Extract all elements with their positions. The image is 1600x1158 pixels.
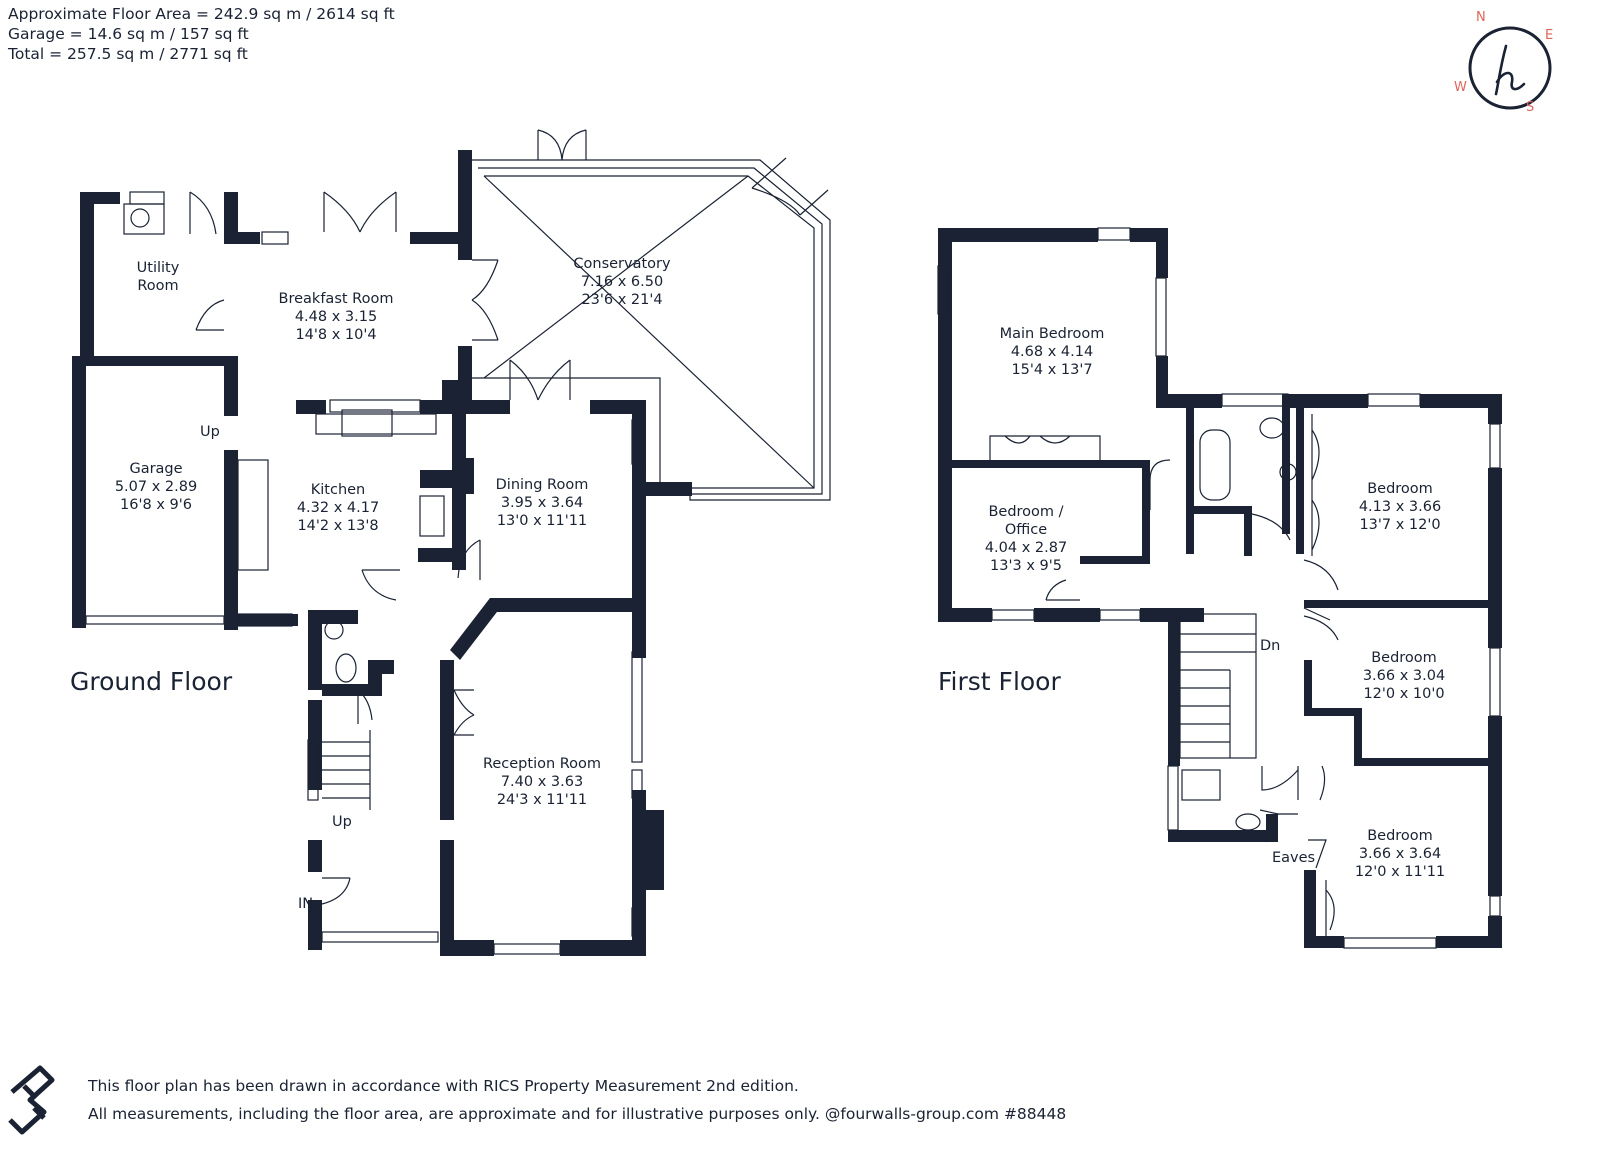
- bedroom-office-name-1: Bedroom /: [988, 504, 1063, 520]
- garage-metric: 5.07 x 2.89: [115, 479, 197, 495]
- kitchen-name: Kitchen: [311, 482, 366, 498]
- conservatory-imperial: 23'6 x 21'4: [581, 292, 662, 308]
- bedroom-office-imperial: 13'3 x 9'5: [990, 558, 1062, 574]
- dining-room-name: Dining Room: [496, 477, 589, 493]
- main-bedroom-imperial: 15'4 x 13'7: [1011, 362, 1092, 378]
- breakfast-room-name: Breakfast Room: [279, 291, 394, 307]
- total-area-text: Total = 257.5 sq m / 2771 sq ft: [8, 45, 248, 63]
- stairs-down-label: Dn: [1260, 638, 1280, 654]
- main-bedroom-metric: 4.68 x 4.14: [1011, 344, 1093, 360]
- bedroom-a-metric: 4.13 x 3.66: [1359, 499, 1441, 515]
- footer-disclaimer: All measurements, including the floor ar…: [88, 1105, 1067, 1123]
- bedroom-a-name: Bedroom: [1367, 481, 1433, 497]
- compass-east: E: [1545, 28, 1554, 43]
- compass-south: S: [1526, 100, 1535, 115]
- bedroom-c-metric: 3.66 x 3.64: [1359, 846, 1441, 862]
- reception-room-metric: 7.40 x 3.63: [501, 774, 583, 790]
- compass-north: N: [1476, 10, 1486, 25]
- stairs-up-label: Up: [332, 814, 352, 830]
- first-floor-title: First Floor: [938, 667, 1061, 696]
- bedroom-a-imperial: 13'7 x 12'0: [1359, 517, 1440, 533]
- garage-imperial: 16'8 x 9'6: [120, 497, 192, 513]
- bedroom-b-name: Bedroom: [1371, 650, 1437, 666]
- entrance-in-label: IN: [298, 896, 313, 912]
- breakfast-room-imperial: 14'8 x 10'4: [295, 327, 376, 343]
- garage-up-label: Up: [200, 424, 220, 440]
- kitchen-metric: 4.32 x 4.17: [297, 500, 379, 516]
- ground-floor-walls: [72, 150, 692, 956]
- bedroom-office-metric: 4.04 x 2.87: [985, 540, 1067, 556]
- compass-west: W: [1454, 80, 1467, 95]
- kitchen-imperial: 14'2 x 13'8: [297, 518, 378, 534]
- bedroom-b-metric: 3.66 x 3.04: [1363, 668, 1445, 684]
- reception-room-imperial: 24'3 x 11'11: [497, 792, 587, 808]
- garage-name: Garage: [129, 461, 182, 477]
- dining-room-metric: 3.95 x 3.64: [501, 495, 583, 511]
- utility-room-label-2: Room: [137, 278, 178, 294]
- utility-room-label-1: Utility: [137, 260, 180, 276]
- breakfast-room-metric: 4.48 x 3.15: [295, 309, 377, 325]
- reception-room-name: Reception Room: [483, 756, 601, 772]
- floor-area-text: Approximate Floor Area = 242.9 sq m / 26…: [8, 5, 395, 23]
- conservatory-metric: 7.16 x 6.50: [581, 274, 663, 290]
- compass-logo: N E S W: [1448, 8, 1568, 120]
- bedroom-b-imperial: 12'0 x 10'0: [1363, 686, 1444, 702]
- area-summary: Approximate Floor Area = 242.9 sq m / 26…: [8, 4, 395, 64]
- fourwalls-logo-icon: [8, 1065, 55, 1135]
- footer-rics-note: This floor plan has been drawn in accord…: [88, 1077, 799, 1095]
- garage-area-text: Garage = 14.6 sq m / 157 sq ft: [8, 25, 249, 43]
- first-floor-outlines: [937, 227, 1501, 949]
- eaves-label: Eaves: [1272, 850, 1315, 866]
- ground-floor-outlines: [85, 129, 831, 955]
- bedroom-c-name: Bedroom: [1367, 828, 1433, 844]
- bedroom-office-name-2: Office: [1005, 522, 1047, 538]
- logo-circle-icon: [1468, 26, 1552, 110]
- main-bedroom-name: Main Bedroom: [1000, 326, 1105, 342]
- bedroom-c-imperial: 12'0 x 11'11: [1355, 864, 1445, 880]
- first-floor-walls: [938, 228, 1502, 948]
- ground-floor-title: Ground Floor: [70, 667, 233, 696]
- conservatory-name: Conservatory: [573, 256, 671, 272]
- dining-room-imperial: 13'0 x 11'11: [497, 513, 587, 529]
